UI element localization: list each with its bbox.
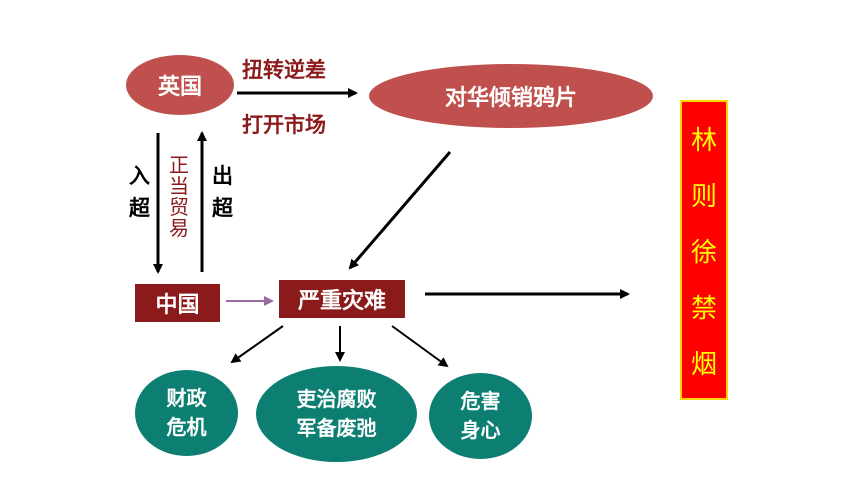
label-legit-trade-char-3: 贸 bbox=[169, 195, 189, 219]
node-corruption: 吏治腐败 军备废弛 bbox=[256, 366, 417, 462]
arrow-disaster-to-health bbox=[391, 325, 449, 368]
node-corruption-line-2: 军备废弛 bbox=[296, 416, 377, 440]
label-export-surplus-char-2: 超 bbox=[212, 196, 233, 221]
node-fiscal-crisis: 财政 危机 bbox=[135, 370, 238, 456]
node-opium-dumping: 对华倾销鸦片 bbox=[369, 64, 653, 128]
sidebar-char-5: 烟 bbox=[690, 349, 717, 380]
sidebar-char-4: 禁 bbox=[690, 293, 717, 324]
node-health: 危害 身心 bbox=[429, 373, 532, 459]
label-legit-trade-char-4: 易 bbox=[169, 216, 189, 240]
label-open-market: 打开市场 bbox=[242, 113, 326, 137]
label-legit-trade-char-1: 正 bbox=[169, 153, 189, 177]
sidebar-char-2: 则 bbox=[690, 181, 717, 212]
sidebar-char-3: 徐 bbox=[690, 237, 717, 268]
node-health-line-2: 身心 bbox=[460, 418, 501, 442]
node-britain-label: 英国 bbox=[157, 75, 202, 100]
node-fiscal-crisis-line-1: 财政 bbox=[166, 386, 207, 410]
arrow-disaster-to-fiscal bbox=[230, 325, 284, 364]
label-legit-trade: 正 当 贸 易 bbox=[169, 155, 189, 239]
node-china: 中国 bbox=[135, 284, 220, 322]
sidebar-char-1: 林 bbox=[690, 125, 717, 156]
node-opium-dumping-label: 对华倾销鸦片 bbox=[444, 86, 577, 111]
arrow-opium-to-disaster bbox=[348, 151, 452, 270]
label-reverse-deficit: 扭转逆差 bbox=[242, 58, 326, 82]
sidebar-lin-zexu: 林 则 徐 禁 烟 bbox=[680, 100, 728, 400]
node-britain: 英国 bbox=[126, 55, 234, 115]
label-export-surplus-char-1: 出 bbox=[212, 164, 233, 188]
label-import-surplus-char-2: 超 bbox=[129, 196, 150, 221]
node-disaster: 严重灾难 bbox=[279, 280, 405, 318]
label-export-surplus: 出 超 bbox=[212, 165, 233, 219]
node-disaster-label: 严重灾难 bbox=[297, 289, 386, 314]
node-fiscal-crisis-line-2: 危机 bbox=[166, 415, 207, 439]
label-import-surplus-char-1: 入 bbox=[129, 164, 150, 188]
label-import-surplus: 入 超 bbox=[129, 165, 150, 219]
label-legit-trade-char-2: 当 bbox=[169, 174, 189, 198]
node-corruption-line-1: 吏治腐败 bbox=[296, 387, 377, 411]
node-health-line-1: 危害 bbox=[460, 389, 501, 413]
node-china-label: 中国 bbox=[155, 293, 200, 318]
